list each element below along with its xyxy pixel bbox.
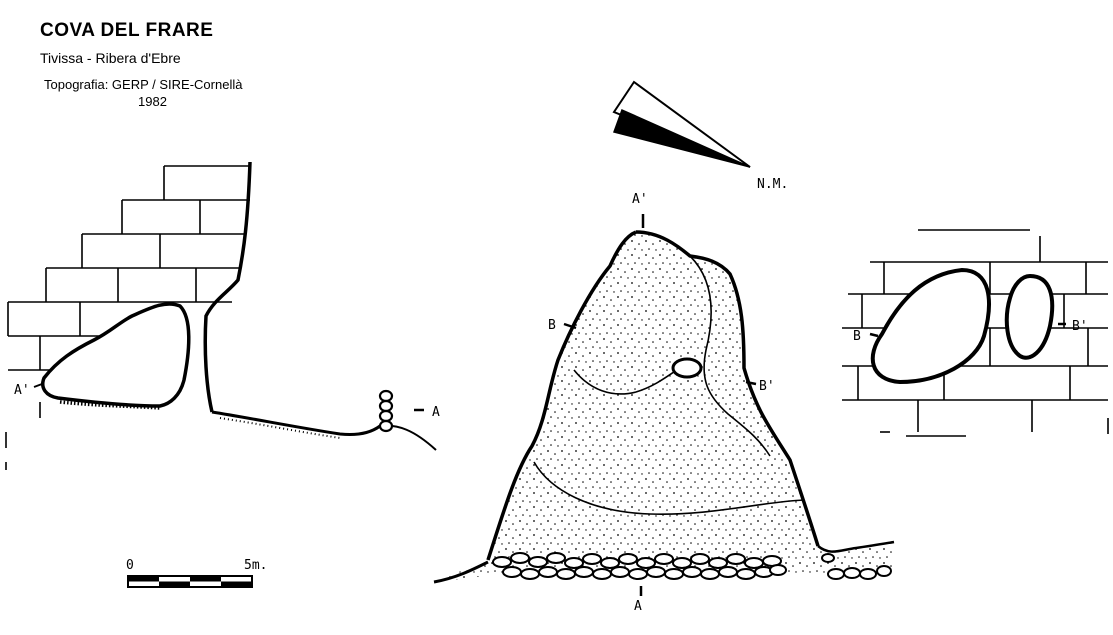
north-label: N.M. bbox=[757, 177, 788, 192]
label-b-prime-section: B' bbox=[1072, 319, 1088, 334]
section-b-profile bbox=[842, 229, 1109, 437]
cave-location: Tivissa - Ribera d'Ebre bbox=[40, 50, 181, 66]
scale-start-label: 0 bbox=[126, 558, 134, 573]
label-a-section: A bbox=[432, 405, 440, 420]
label-a-plan: A bbox=[634, 599, 642, 614]
label-b-section: B bbox=[853, 329, 861, 344]
section-a-profile bbox=[5, 161, 437, 470]
scale-bar bbox=[127, 575, 253, 588]
cave-plan bbox=[433, 214, 895, 596]
label-b-plan: B bbox=[548, 318, 556, 333]
label-a-prime-section: A' bbox=[14, 383, 30, 398]
label-b-prime-plan: B' bbox=[759, 379, 775, 394]
north-arrow-icon bbox=[612, 80, 751, 168]
label-a-prime-plan: A' bbox=[632, 192, 648, 207]
survey-credit: Topografia: GERP / SIRE-Cornellà bbox=[44, 77, 243, 92]
cave-title: COVA DEL FRARE bbox=[40, 20, 214, 41]
survey-year: 1982 bbox=[138, 94, 167, 109]
scale-end-label: 5m. bbox=[244, 558, 267, 573]
